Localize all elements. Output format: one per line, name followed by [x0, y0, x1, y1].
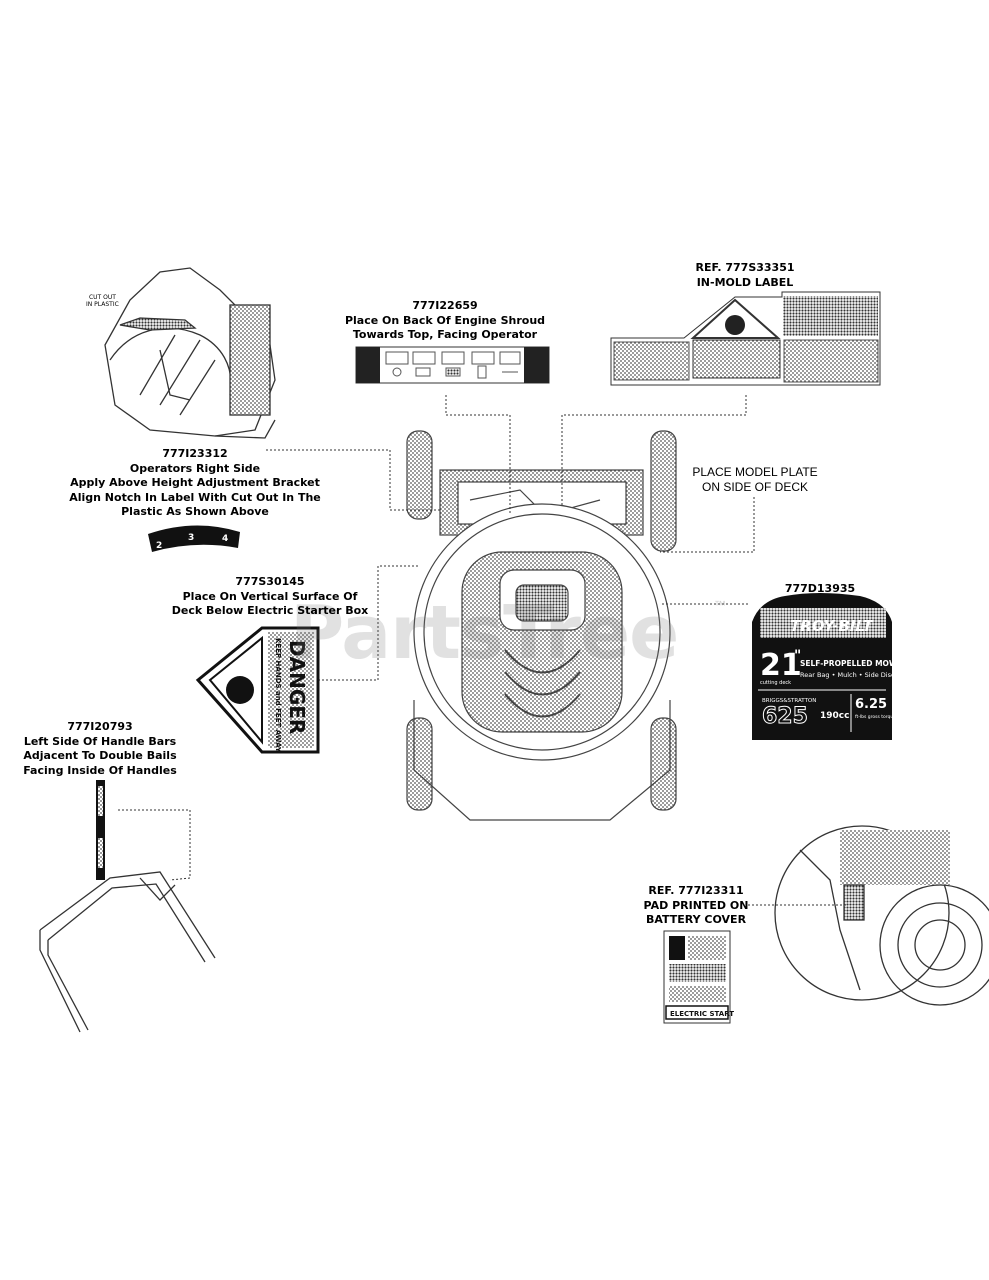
- wheel-rear-left: [406, 430, 433, 520]
- wheel-front-left: [406, 717, 433, 811]
- height-bracket-detail: [104, 267, 276, 439]
- torque-note: ft-lbs gross torque: [855, 714, 896, 720]
- height-pos-2: 2: [156, 541, 162, 551]
- decal-30145: DANGER KEEP HANDS and FEET AWAY: [195, 626, 320, 754]
- wheel-rear-right: [650, 430, 677, 552]
- callout-model-plate: PLACE MODEL PLATE ON SIDE OF DECK: [692, 465, 818, 494]
- leader-lines: [118, 395, 848, 906]
- electric-start-text: ELECTRIC START: [670, 1010, 734, 1018]
- decal-23312: 2 3 4: [148, 525, 240, 552]
- brand-name: TROY-BILT: [790, 617, 874, 635]
- callout-13935: 777D13935: [784, 582, 856, 595]
- decal-23311: ELECTRIC START: [663, 930, 734, 1024]
- engine-brand: BRIGGS&STRATTON: [762, 698, 816, 704]
- handle-bar-detail: [39, 871, 216, 1033]
- danger-word: DANGER: [285, 640, 309, 734]
- callout-33351: REF. 777S33351 IN-MOLD LABEL: [695, 261, 795, 289]
- callout-23311: REF. 777I23311 PAD PRINTED ON BATTERY CO…: [643, 884, 749, 926]
- height-pos-3: 3: [188, 533, 194, 543]
- product-name: SELF-PROPELLED MOWER: [800, 659, 908, 668]
- engine: [461, 551, 623, 733]
- deck-size-inch: ": [794, 648, 801, 664]
- wheel-front-right: [650, 717, 677, 811]
- engine-displacement: 190cc: [820, 711, 849, 721]
- callout-30145: 777S30145 Place On Vertical Surface Of D…: [171, 575, 369, 617]
- decal-20793: [96, 780, 105, 880]
- watermark-tm: ™: [714, 598, 726, 612]
- decal-13935: TROY-BILT 21 " cutting deck SELF-PROPELL…: [752, 593, 913, 740]
- callout-22659: 777I22659 Place On Back Of Engine Shroud…: [344, 299, 546, 341]
- deck-size: 21: [760, 648, 802, 683]
- callout-23312: 777I23312 Operators Right Side Apply Abo…: [69, 447, 321, 518]
- height-pos-4: 4: [222, 534, 228, 544]
- battery-zoom-circle: [774, 825, 989, 1006]
- engine-series: 625: [762, 704, 808, 729]
- decal-22659: [355, 346, 550, 384]
- watermark: PartsTree: [290, 590, 679, 676]
- cutting-deck-text: cutting deck: [760, 680, 791, 686]
- mower-top-view: [406, 430, 677, 821]
- torque-value: 6.25: [855, 697, 887, 712]
- danger-text: KEEP HANDS and FEET AWAY: [274, 638, 282, 753]
- callout-20793: 777I20793 Left Side Of Handle Bars Adjac…: [23, 720, 177, 777]
- decal-33351: [610, 291, 881, 386]
- product-features: Rear Bag • Mulch • Side Discharge: [800, 671, 913, 679]
